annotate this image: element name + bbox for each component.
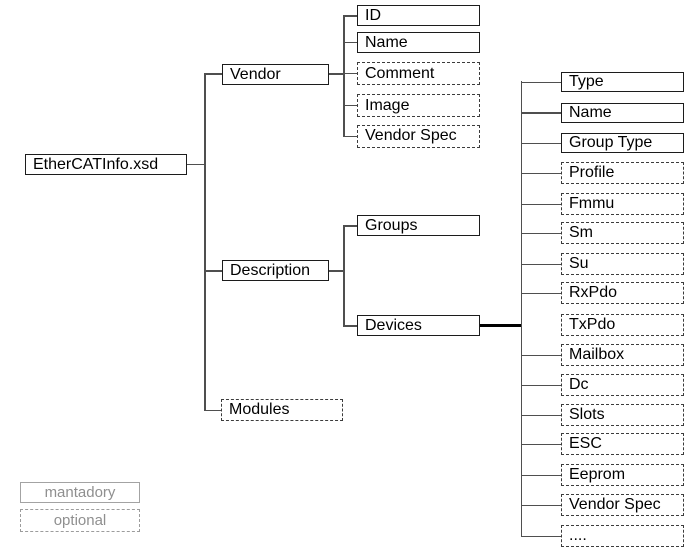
connector xyxy=(343,41,357,43)
node-description: Description xyxy=(222,260,329,281)
connector xyxy=(204,73,206,411)
connector xyxy=(204,73,223,75)
node-esc: ESC xyxy=(561,433,684,455)
node-slots: Slots xyxy=(561,404,684,426)
connector xyxy=(329,73,343,75)
node-id: ID xyxy=(357,5,480,26)
node-image: Image xyxy=(357,94,480,117)
node-profile: Profile xyxy=(561,162,684,184)
node-sm: Sm xyxy=(561,222,684,244)
connector xyxy=(521,443,561,445)
connector xyxy=(343,325,357,327)
node-comment: Comment xyxy=(357,62,480,85)
connector xyxy=(521,474,561,476)
node-modules: Modules xyxy=(221,399,343,421)
connector xyxy=(521,203,561,205)
connector xyxy=(521,384,561,386)
connector xyxy=(521,414,561,416)
connector xyxy=(521,504,561,506)
node-group-type: Group Type xyxy=(561,133,684,153)
connector xyxy=(520,81,523,537)
node-eeprom: Eeprom xyxy=(561,464,684,486)
node-devices: Devices xyxy=(357,315,480,336)
connector xyxy=(343,72,357,74)
node-type: Type xyxy=(561,72,684,92)
connector xyxy=(521,292,561,294)
legend-optional: optional xyxy=(20,509,140,532)
connector xyxy=(521,354,561,356)
connector xyxy=(343,225,345,326)
node-dev-vendor-spec: Vendor Spec xyxy=(561,494,684,516)
node-dev-name: Name xyxy=(561,102,684,123)
connector xyxy=(343,15,345,136)
connector-thick xyxy=(479,323,522,327)
legend-mandatory: mantadory xyxy=(20,482,140,503)
connector xyxy=(343,225,357,227)
connector xyxy=(521,112,561,114)
connector xyxy=(204,409,223,411)
node-rxpdo: RxPdo xyxy=(561,282,684,304)
node-dc: Dc xyxy=(561,374,684,396)
node-su: Su xyxy=(561,253,684,275)
connector xyxy=(521,81,561,83)
node-name: Name xyxy=(357,32,480,53)
node-ethercatinfo-xsd: EtherCATInfo.xsd xyxy=(25,154,187,175)
connector xyxy=(204,270,223,272)
connector xyxy=(329,270,343,272)
node-ellipsis: .... xyxy=(561,525,684,547)
node-vendor-spec: Vendor Spec xyxy=(357,124,480,148)
connector xyxy=(521,535,561,537)
connector xyxy=(186,163,205,165)
connector xyxy=(521,172,561,174)
node-mailbox: Mailbox xyxy=(561,344,684,366)
node-fmmu: Fmmu xyxy=(561,193,684,215)
node-vendor: Vendor xyxy=(222,64,329,85)
node-txpdo: TxPdo xyxy=(561,314,684,336)
node-groups: Groups xyxy=(357,215,480,236)
connector xyxy=(343,15,357,17)
connector xyxy=(343,135,357,137)
connector xyxy=(521,142,561,144)
connector xyxy=(521,263,561,265)
connector xyxy=(343,104,357,106)
connector xyxy=(521,232,561,234)
